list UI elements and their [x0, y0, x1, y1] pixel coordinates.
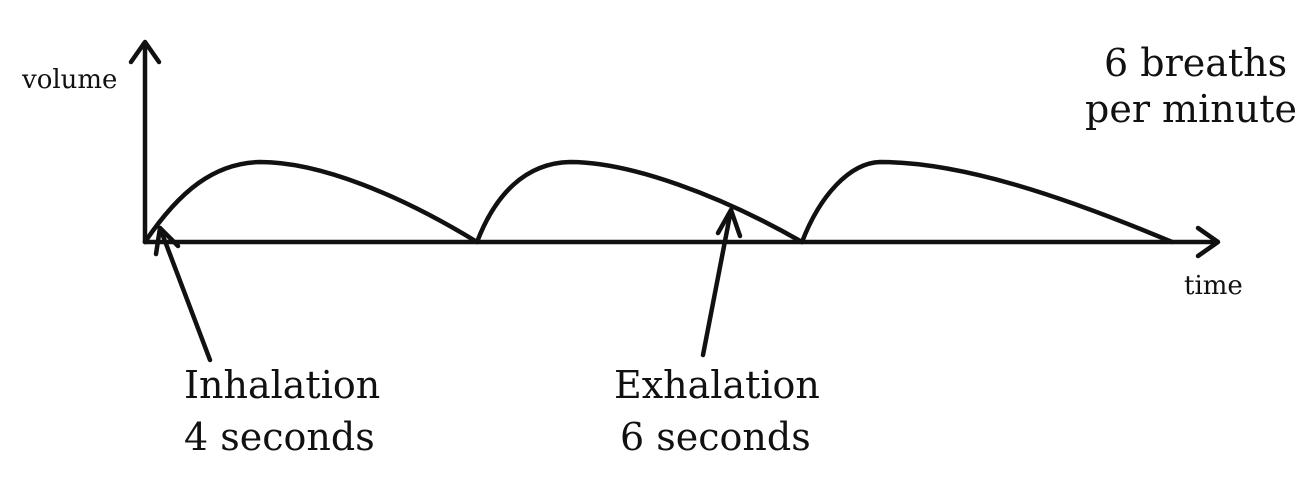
exhalation-pointer — [700, 207, 734, 358]
rate-label-line2: per minute — [1085, 87, 1297, 131]
inhalation-duration: 4 seconds — [184, 415, 375, 459]
y-axis-label: volume — [21, 65, 117, 95]
exhalation-pointer-head — [715, 207, 743, 239]
breath-cycle-3 — [799, 159, 1175, 245]
y-axis-arrowhead — [128, 39, 162, 65]
inhalation-title: Inhalation — [184, 363, 380, 407]
inhalation-pointer — [157, 225, 213, 363]
exhalation-title: Exhalation — [614, 363, 820, 407]
breath-cycle-2 — [474, 159, 805, 245]
inhalation-pointer-head — [153, 225, 181, 257]
rate-label-line1: 6 breaths — [1104, 41, 1287, 85]
breath-cycle-1 — [142, 159, 480, 245]
x-axis-label: time — [1184, 271, 1243, 301]
x-axis-arrowhead — [1195, 225, 1221, 259]
exhalation-duration: 6 seconds — [620, 415, 811, 459]
